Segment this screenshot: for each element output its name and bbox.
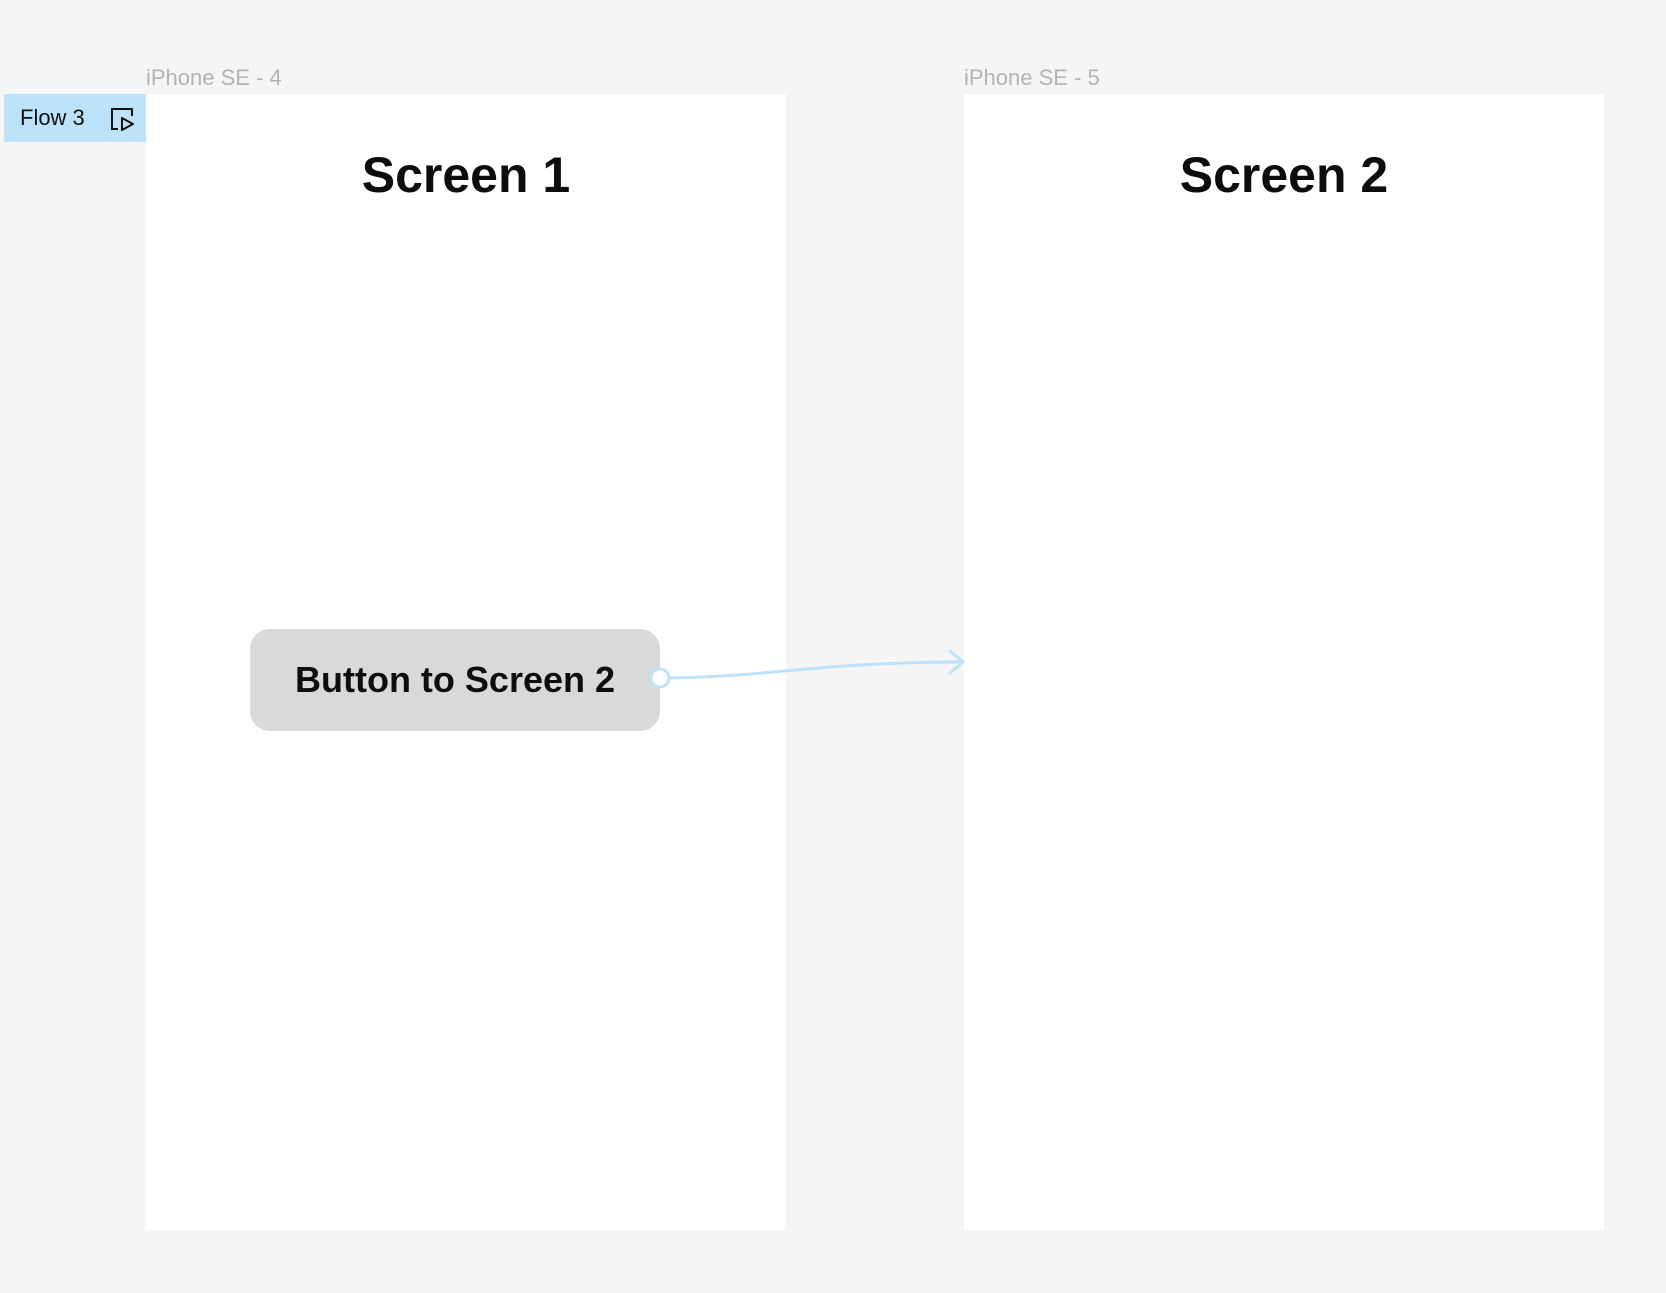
frame-iphone-se-5[interactable]: Screen 2	[964, 94, 1604, 1230]
frame-label-iphone-se-5[interactable]: iPhone SE - 5	[964, 65, 1100, 90]
screen-2-title[interactable]: Screen 2	[1179, 147, 1389, 203]
flow-name-label: Flow 3	[20, 105, 85, 130]
button-label: Button to Screen 2	[294, 659, 616, 700]
screen-1-title[interactable]: Screen 1	[361, 147, 571, 203]
flow-starting-point-tag[interactable]: Flow 3	[4, 94, 146, 142]
arrow-head-icon	[948, 649, 965, 675]
frame-label-iphone-se-4[interactable]: iPhone SE - 4	[146, 65, 282, 90]
present-flow-icon[interactable]	[108, 105, 136, 133]
frame-iphone-se-4[interactable]: Screen 1 Button to Screen 2	[146, 94, 786, 1230]
button-to-screen-2[interactable]: Button to Screen 2	[250, 629, 660, 731]
